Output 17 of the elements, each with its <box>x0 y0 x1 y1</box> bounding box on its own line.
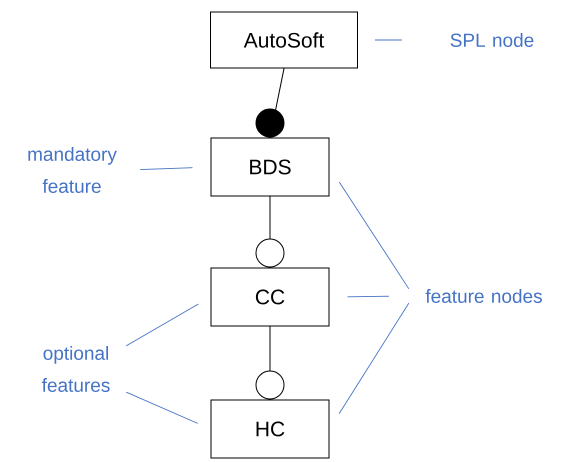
feature-box: BDS <box>210 138 330 196</box>
connector-line <box>256 68 284 138</box>
leader-line <box>126 304 199 346</box>
leader-line <box>347 296 390 298</box>
leader-line <box>338 302 410 414</box>
leader-line <box>338 182 410 290</box>
leader-line <box>140 167 193 170</box>
feature-box: AutoSoft <box>210 12 358 68</box>
leader-line <box>126 392 198 424</box>
connector-line <box>256 196 284 268</box>
annotation-text: feature nodes <box>426 289 542 303</box>
annotation-text: mandatory feature <box>28 147 117 193</box>
annotation-text: SPL node <box>450 33 534 47</box>
feature-box: HC <box>210 400 330 458</box>
connector-line <box>256 326 284 400</box>
annotation-text: optional features <box>42 346 110 392</box>
feature-box: CC <box>210 268 330 326</box>
